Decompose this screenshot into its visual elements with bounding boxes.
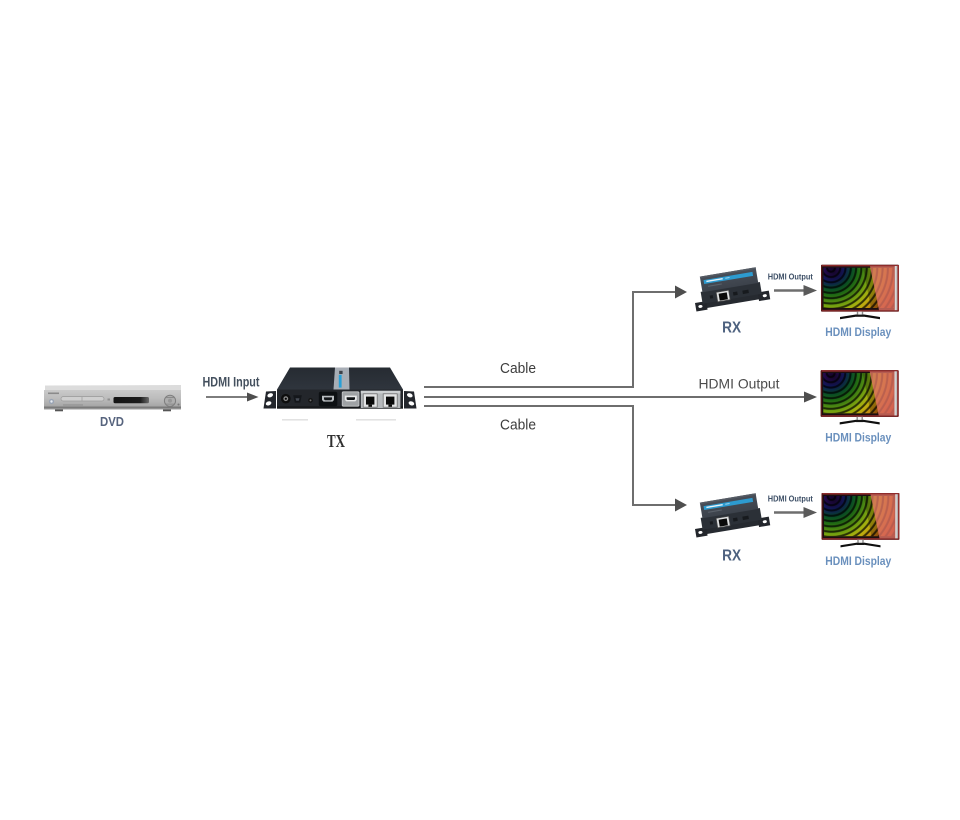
svg-text:HDMI Output: HDMI Output bbox=[768, 272, 813, 282]
svg-text:HDMI Display: HDMI Display bbox=[825, 431, 891, 445]
svg-text:HDMI Input: HDMI Input bbox=[203, 375, 260, 390]
svg-text:TX: TX bbox=[327, 431, 345, 451]
svg-text:HDMI Display: HDMI Display bbox=[825, 554, 891, 568]
svg-text:Cable: Cable bbox=[500, 360, 536, 377]
svg-text:HDMI Display: HDMI Display bbox=[825, 325, 891, 339]
svg-text:Cable: Cable bbox=[500, 417, 536, 434]
svg-text:HDMI Output: HDMI Output bbox=[768, 494, 813, 504]
svg-text:RX: RX bbox=[722, 320, 741, 337]
svg-text:DVD: DVD bbox=[100, 414, 124, 429]
svg-text:HDMI Output: HDMI Output bbox=[699, 376, 780, 392]
svg-text:RX: RX bbox=[722, 548, 741, 565]
